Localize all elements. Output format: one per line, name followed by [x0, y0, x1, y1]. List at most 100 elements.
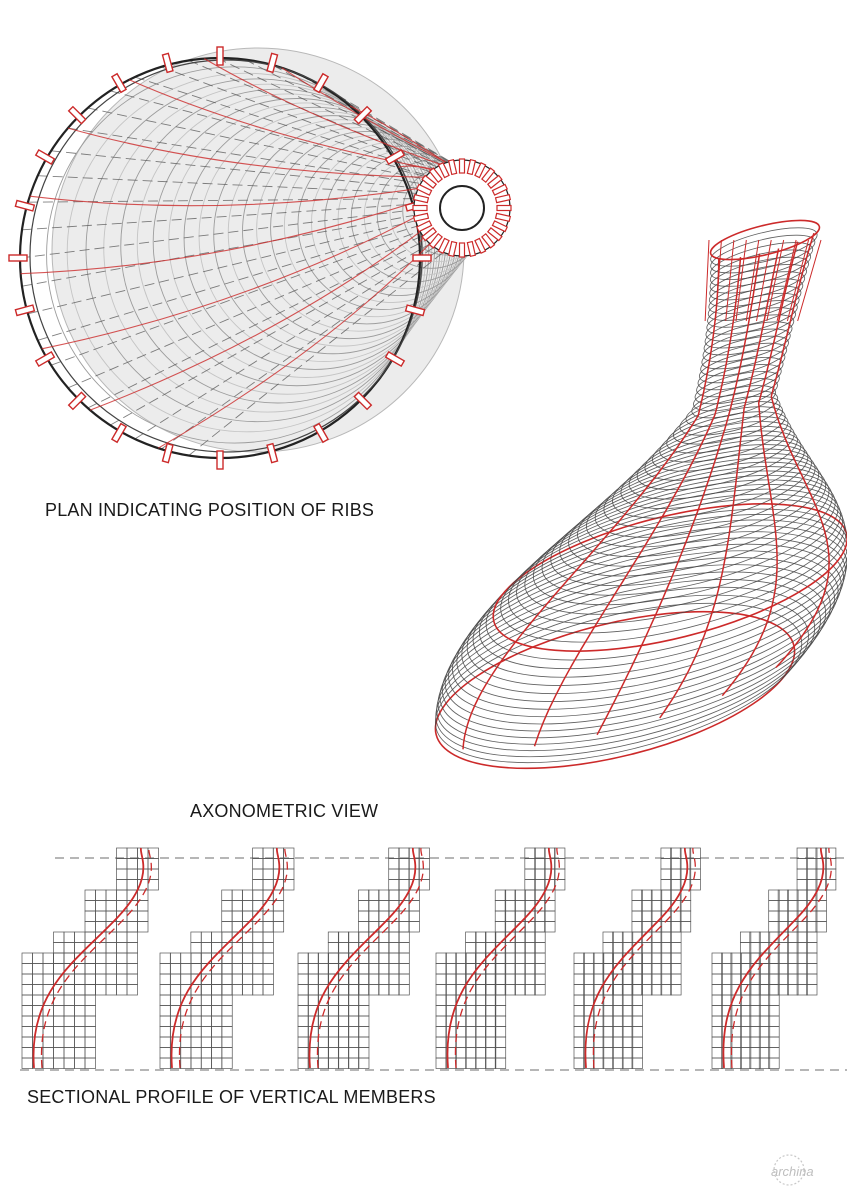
section-grid-cell [621, 984, 634, 996]
section-grid-cell [758, 973, 771, 985]
plan-red-rib [89, 222, 432, 411]
section-grid-cell [711, 963, 723, 975]
section-grid-cell [408, 889, 420, 901]
section-grid-cell [348, 963, 360, 975]
section-grid-cell [190, 1057, 202, 1069]
axonometric-ring [441, 564, 831, 732]
section-grid-cell [504, 984, 516, 996]
section-grid-cell [211, 1005, 223, 1017]
section-grid-cell [116, 921, 128, 933]
section-grid-cell [378, 900, 390, 912]
section-grid-cell [252, 942, 264, 954]
section-grid-cell [348, 973, 360, 985]
section-grid-cell [739, 1036, 752, 1048]
section-member-dashed [454, 847, 560, 1069]
section-grid-cell [445, 952, 457, 964]
section-grid-cell [398, 847, 410, 859]
section-grid-cell [53, 1057, 65, 1069]
section-grid-cell [126, 963, 138, 975]
section-grid-cell [768, 921, 780, 933]
section-grid-cell [126, 847, 138, 859]
section-grid-cell [670, 858, 682, 870]
section-grid-cell [514, 942, 526, 954]
axonometric-ring [594, 448, 816, 538]
section-grid-cell [262, 847, 274, 859]
section-grid-cell [787, 942, 799, 954]
section-grid-cell [42, 952, 54, 964]
section-grid-cell [348, 1057, 360, 1069]
section-grid-cell [21, 963, 33, 975]
axonometric-ring [701, 335, 789, 370]
section-grid-cell [475, 984, 487, 996]
section-grid-cell [583, 984, 595, 996]
section-grid-cell [650, 963, 663, 975]
section-grid-cell [221, 963, 233, 975]
section-grid-cell [21, 1047, 33, 1059]
plan-rib-marker [161, 52, 174, 74]
section-grid-cell [739, 1057, 752, 1069]
section-grid-cell [806, 879, 818, 891]
section-grid-cell [84, 910, 96, 922]
section-grid-cell [787, 900, 799, 912]
section-grid-cell [84, 963, 96, 975]
section-grid-cell [95, 973, 107, 985]
axonometric-ring [436, 586, 816, 752]
section-grid-cell [252, 879, 264, 891]
section-grid-cell [641, 973, 653, 985]
section-grid-cell [221, 1015, 233, 1027]
section-grid-cell [455, 1057, 467, 1069]
section-grid-cell [74, 973, 86, 985]
section-grid-cell [435, 963, 447, 975]
section-grid-cell [211, 963, 223, 975]
section-caption: SECTIONAL PROFILE OF VERTICAL MEMBERS [27, 1087, 436, 1107]
section-grid-cell [592, 973, 605, 985]
section-grid-cell [388, 984, 400, 996]
axonometric-ring [698, 349, 786, 384]
section-grid-cell [806, 952, 818, 964]
section-grid-cell [116, 847, 128, 859]
plan-red-rib [157, 233, 441, 449]
section-grid-cell [358, 1047, 370, 1059]
section-grid-cell [211, 984, 223, 996]
axonometric-rib [462, 257, 720, 750]
section-grid-cell [126, 858, 138, 870]
plan-collar-marker [412, 193, 430, 204]
plan-collar-marker [481, 232, 496, 249]
section-grid-cell [475, 1015, 487, 1027]
section-grid-cell [368, 900, 380, 912]
section-grid-cell [787, 931, 799, 943]
axonometric-rib [596, 253, 761, 736]
section-grid-cell [768, 1026, 780, 1038]
section-grid-cell [221, 900, 233, 912]
section-grid-cell [74, 931, 86, 943]
plan-rib-marker [67, 105, 87, 125]
section-grid-cell [63, 931, 75, 943]
plan-caption: PLAN INDICATING POSITION OF RIBS [45, 500, 375, 520]
section-grid-cell [524, 931, 536, 943]
section-grid-cell [358, 900, 370, 912]
plan-rib-marker [67, 391, 87, 411]
section-grid-cell [95, 984, 107, 996]
section-grid-cell [815, 921, 827, 933]
section-grid-cell [211, 994, 223, 1006]
plan-red-rib [128, 79, 460, 175]
section-grid-cell [137, 921, 149, 933]
section-grid-cell [650, 984, 663, 996]
section-grid-cell [116, 858, 128, 870]
plan-rib-marker [110, 72, 128, 94]
plan-collar-marker [491, 220, 509, 233]
section-grid-cell [221, 984, 233, 996]
section-grid-cell [749, 942, 761, 954]
axonometric-ring [700, 342, 788, 377]
section-member-curve [32, 847, 145, 1069]
section-grid-cell [358, 994, 370, 1006]
section-grid-cell [95, 910, 107, 922]
section-grid-cell [796, 889, 808, 901]
section-grid-cell [84, 963, 96, 975]
section-grid-cell [317, 1036, 330, 1048]
section-grid-cell [368, 963, 380, 975]
section-grid-cell [631, 1005, 643, 1017]
section-grid-cell [211, 1015, 223, 1027]
plan-red-rib [67, 127, 447, 179]
axonometric-ring [702, 328, 791, 363]
